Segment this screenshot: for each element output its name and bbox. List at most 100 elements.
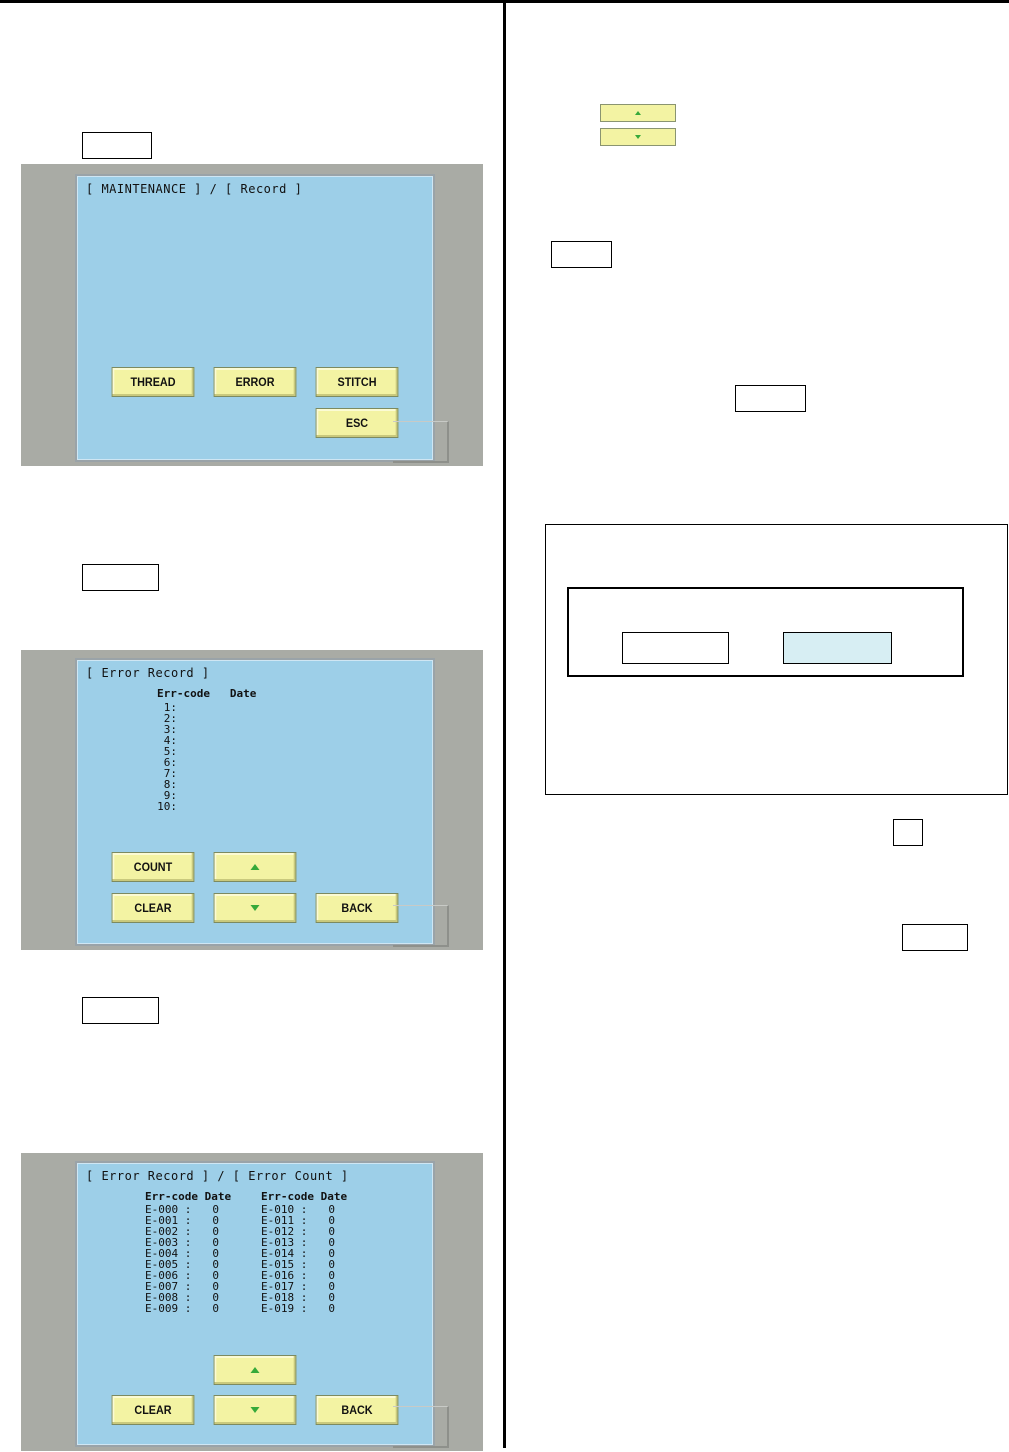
error-record-header: Err-code Date (157, 687, 257, 700)
count-button[interactable]: COUNT (111, 852, 195, 882)
list-item: E-013 : (261, 1236, 308, 1249)
list-item: 3: (163, 723, 177, 736)
count-value: 0 (328, 1214, 335, 1227)
list-item: E-019 : (261, 1302, 308, 1315)
list-item: 2: (163, 712, 177, 725)
list-item: E-011 : (261, 1214, 308, 1227)
scroll-up-button[interactable] (213, 1355, 297, 1385)
key-placeholder-6 (893, 819, 923, 846)
list-item: E-007 : (145, 1280, 192, 1293)
scroll-up-button[interactable] (213, 852, 297, 882)
error-codes-right: E-010 : E-011 : E-012 : E-013 : E-014 : … (261, 1204, 307, 1314)
down-arrow-icon (635, 135, 641, 139)
key-placeholder-5 (735, 385, 806, 412)
count-value: 0 (328, 1247, 335, 1260)
count-value: 0 (328, 1280, 335, 1293)
count-value: 0 (212, 1280, 219, 1293)
count-value: 0 (212, 1302, 219, 1315)
up-arrow-icon (635, 111, 641, 115)
key-placeholder-7 (902, 924, 968, 951)
key-placeholder-3 (82, 997, 159, 1024)
key-placeholder-1 (82, 132, 152, 159)
list-item: E-009 : (145, 1302, 192, 1315)
error-record-screen: [ Error Record ] Err-code Date 1: 2: 3: … (75, 658, 435, 946)
error-count-header-right: Err-code Date (261, 1190, 348, 1203)
esc-button[interactable]: ESC (315, 408, 399, 438)
error-count-screenshot: [ Error Record ] / [ Error Count ] Err-c… (21, 1153, 483, 1451)
count-value: 0 (212, 1203, 219, 1216)
list-item: E-014 : (261, 1247, 308, 1260)
list-item: E-010 : (261, 1203, 308, 1216)
error-values-left: 0 0 0 0 0 0 0 0 0 0 (205, 1204, 219, 1314)
count-value: 0 (212, 1258, 219, 1271)
dialog-button-left (622, 632, 729, 664)
count-value: 0 (328, 1236, 335, 1249)
list-item: E-000 : (145, 1203, 192, 1216)
error-count-screen: [ Error Record ] / [ Error Count ] Err-c… (75, 1161, 435, 1447)
back-button[interactable]: BACK (315, 1395, 399, 1425)
thread-button[interactable]: THREAD (111, 367, 195, 397)
list-item: E-003 : (145, 1236, 192, 1249)
column-divider (503, 0, 506, 1448)
count-value: 0 (328, 1291, 335, 1304)
frame-corner (393, 1406, 449, 1448)
list-item: E-001 : (145, 1214, 192, 1227)
error-record-title: [ Error Record ] (86, 666, 210, 680)
scroll-down-button[interactable] (213, 1395, 297, 1425)
error-count-title: [ Error Record ] / [ Error Count ] (86, 1169, 349, 1183)
error-codes-left: E-000 : E-001 : E-002 : E-003 : E-004 : … (145, 1204, 191, 1314)
list-item: E-008 : (145, 1291, 192, 1304)
list-item: E-002 : (145, 1225, 192, 1238)
list-item: E-018 : (261, 1291, 308, 1304)
inline-down-button (600, 128, 676, 146)
frame-corner (393, 905, 449, 947)
count-value: 0 (212, 1269, 219, 1282)
back-button[interactable]: BACK (315, 893, 399, 923)
inline-up-button (600, 104, 676, 122)
count-value: 0 (328, 1258, 335, 1271)
list-item: E-015 : (261, 1258, 308, 1271)
clear-button[interactable]: CLEAR (111, 893, 195, 923)
up-arrow-icon (250, 864, 260, 870)
list-item: 4: (163, 734, 177, 747)
error-button[interactable]: ERROR (213, 367, 297, 397)
count-value: 0 (212, 1291, 219, 1304)
list-item: E-012 : (261, 1225, 308, 1238)
count-value: 0 (212, 1247, 219, 1260)
list-item: 8: (163, 778, 177, 791)
error-values-right: 0 0 0 0 0 0 0 0 0 0 (321, 1204, 335, 1314)
scroll-down-button[interactable] (213, 893, 297, 923)
error-count-header-left: Err-code Date (145, 1190, 232, 1203)
list-item: 6: (163, 756, 177, 769)
down-arrow-icon (250, 905, 260, 911)
error-record-screenshot: [ Error Record ] Err-code Date 1: 2: 3: … (21, 650, 483, 950)
count-value: 0 (328, 1203, 335, 1216)
list-item: E-004 : (145, 1247, 192, 1260)
count-value: 0 (328, 1302, 335, 1315)
list-item: E-016 : (261, 1269, 308, 1282)
frame-corner (393, 421, 449, 463)
maintenance-record-title: [ MAINTENANCE ] / [ Record ] (86, 182, 303, 196)
dialog-button-right (783, 632, 892, 664)
up-arrow-icon (250, 1367, 260, 1373)
count-value: 0 (212, 1214, 219, 1227)
clear-button[interactable]: CLEAR (111, 1395, 195, 1425)
key-placeholder-4 (551, 241, 612, 268)
count-value: 0 (212, 1236, 219, 1249)
list-item: 5: (163, 745, 177, 758)
key-placeholder-2 (82, 564, 159, 591)
error-record-list: 1: 2: 3: 4: 5: 6: 7: 8: 9: 10: (147, 702, 177, 812)
maintenance-record-screenshot: [ MAINTENANCE ] / [ Record ] THREAD ERRO… (21, 164, 483, 466)
dialog-figure-frame (545, 524, 1008, 795)
list-item: 1: (163, 701, 177, 714)
stitch-button[interactable]: STITCH (315, 367, 399, 397)
count-value: 0 (328, 1269, 335, 1282)
count-value: 0 (328, 1225, 335, 1238)
list-item: 9: (163, 789, 177, 802)
down-arrow-icon (250, 1407, 260, 1413)
maintenance-record-screen: [ MAINTENANCE ] / [ Record ] THREAD ERRO… (75, 174, 435, 462)
list-item: E-006 : (145, 1269, 192, 1282)
list-item: E-017 : (261, 1280, 308, 1293)
count-value: 0 (212, 1225, 219, 1238)
dialog-box (567, 587, 964, 677)
